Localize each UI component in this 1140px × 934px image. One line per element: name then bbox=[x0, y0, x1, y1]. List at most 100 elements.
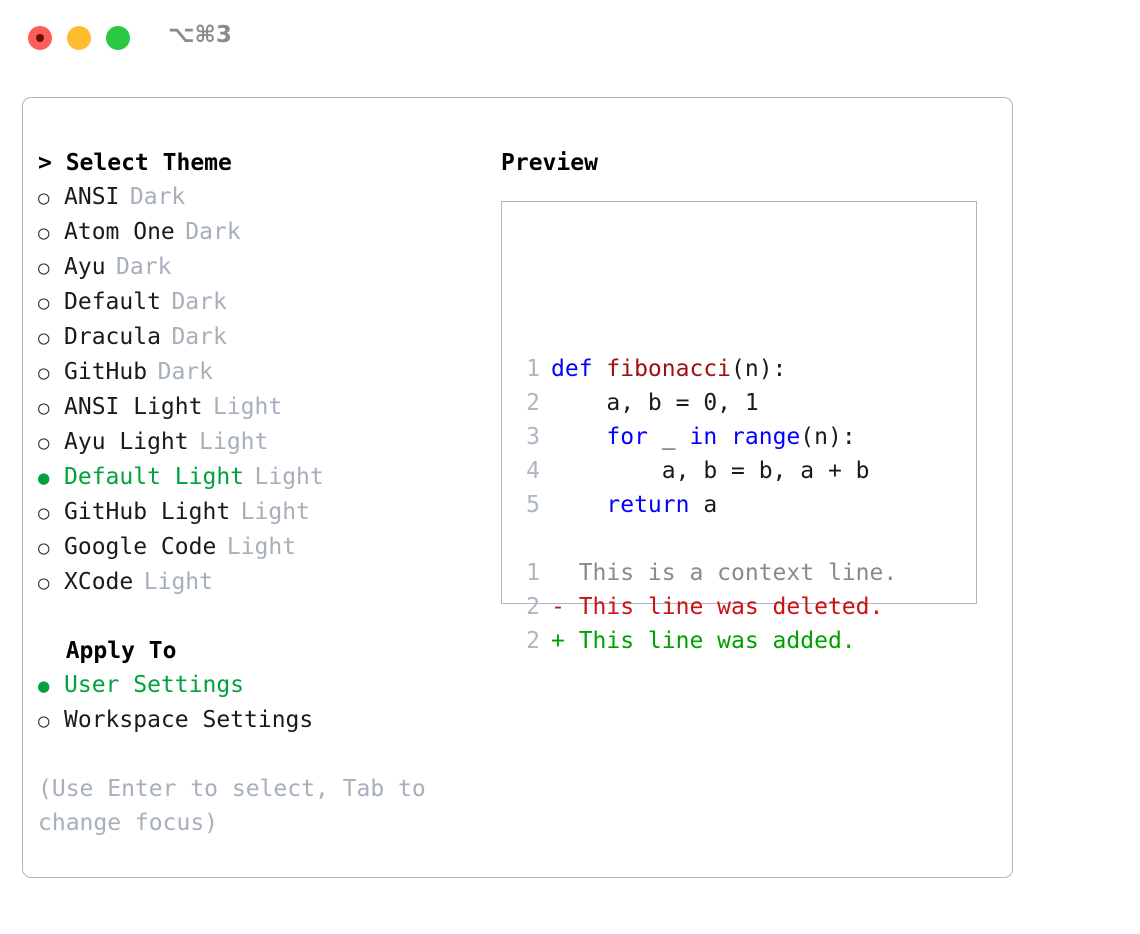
radio-unselected-icon: ○ bbox=[38, 222, 50, 244]
line-number: 2 bbox=[526, 628, 540, 654]
code-token-fn: fibonacci bbox=[606, 356, 732, 382]
theme-name-label: Atom One bbox=[64, 219, 175, 245]
theme-name-label: ANSI Light bbox=[64, 394, 203, 420]
code-line-text: def fibonacci(n): bbox=[551, 352, 786, 386]
line-number: 5 bbox=[526, 492, 540, 518]
window-controls bbox=[28, 26, 130, 50]
code-line-text: return a bbox=[551, 488, 717, 522]
code-line: 4 a, b = b, a + b bbox=[514, 454, 897, 488]
diff-line-text-add: + This line was added. bbox=[551, 628, 856, 654]
theme-name-label: Default Light bbox=[64, 464, 245, 490]
keyboard-hint-text: (Use Enter to select, Tab to change focu… bbox=[38, 776, 440, 836]
radio-unselected-icon: ○ bbox=[38, 362, 50, 384]
select-theme-header: > Select Theme bbox=[38, 150, 232, 176]
diff-line: 1 This is a context line. bbox=[514, 556, 897, 590]
radio-unselected-icon: ○ bbox=[38, 327, 50, 349]
radio-selected-icon: ● bbox=[38, 467, 50, 489]
line-number: 1 bbox=[526, 560, 540, 586]
line-number: 1 bbox=[526, 356, 540, 382]
line-number: 2 bbox=[526, 390, 540, 416]
keyboard-shortcut-label: ⌥⌘3 bbox=[168, 22, 232, 48]
theme-kind-label: Light bbox=[212, 394, 283, 420]
line-number: 3 bbox=[526, 424, 540, 450]
theme-list-item[interactable]: ○ Ayu Dark bbox=[38, 250, 483, 285]
code-token-plain bbox=[551, 492, 606, 518]
code-token-plain: a bbox=[689, 492, 718, 518]
radio-unselected-icon: ○ bbox=[38, 292, 50, 314]
apply-to-label: Workspace Settings bbox=[64, 707, 314, 733]
theme-name-label: GitHub bbox=[64, 359, 148, 385]
radio-selected-icon: ● bbox=[38, 675, 50, 697]
close-button[interactable] bbox=[28, 26, 52, 50]
theme-name-label: Default bbox=[64, 289, 161, 315]
theme-name-label: Ayu bbox=[64, 254, 106, 280]
code-token-plain: (n): bbox=[800, 424, 856, 450]
code-line: 1 def fibonacci(n): bbox=[514, 352, 897, 386]
code-token-plain bbox=[551, 424, 606, 450]
theme-list-item[interactable]: ○ Dracula Dark bbox=[38, 320, 483, 355]
theme-list-item[interactable]: ○ Ayu Light Light bbox=[38, 425, 483, 460]
theme-name-label: ANSI bbox=[64, 184, 120, 210]
theme-name-label: XCode bbox=[64, 569, 134, 595]
theme-kind-label: Dark bbox=[116, 254, 172, 280]
line-number: 2 bbox=[526, 594, 540, 620]
radio-unselected-icon: ○ bbox=[38, 710, 50, 732]
list-spacer bbox=[38, 600, 483, 634]
theme-kind-label: Dark bbox=[171, 289, 227, 315]
theme-name-label: Dracula bbox=[64, 324, 161, 350]
theme-kind-label: Light bbox=[143, 569, 213, 595]
apply-to-item[interactable]: ●User Settings bbox=[38, 668, 483, 703]
theme-kind-label: Light bbox=[240, 499, 310, 525]
preview-title: Preview bbox=[501, 150, 598, 176]
theme-kind-label: Light bbox=[199, 429, 269, 455]
apply-to-list: ●User Settings ○ Workspace Settings bbox=[38, 668, 483, 738]
zoom-button[interactable] bbox=[106, 26, 130, 50]
code-token-plain bbox=[717, 424, 731, 450]
diff-line: 2 + This line was added. bbox=[514, 624, 897, 658]
code-line-text: a, b = 0, 1 bbox=[551, 386, 758, 420]
code-line-text: a, b = b, a + b bbox=[551, 454, 870, 488]
code-token-plain: a, b = b, a + b bbox=[551, 458, 870, 484]
radio-unselected-icon: ○ bbox=[38, 432, 50, 454]
minimize-button[interactable] bbox=[67, 26, 91, 50]
theme-list-item[interactable]: ○ Default Dark bbox=[38, 285, 483, 320]
diff-line-text-ctx: This is a context line. bbox=[551, 560, 898, 586]
theme-kind-label: Dark bbox=[171, 324, 227, 350]
radio-unselected-icon: ○ bbox=[38, 257, 50, 279]
theme-list-item[interactable]: ● Default Light Light bbox=[38, 460, 483, 495]
theme-list-item[interactable]: ○ Atom One Dark bbox=[38, 215, 483, 250]
code-token-plain: _ bbox=[647, 424, 690, 450]
diff-line: 2 - This line was deleted. bbox=[514, 590, 897, 624]
code-line: 3 for _ in range(n): bbox=[514, 420, 897, 454]
theme-list-item[interactable]: ○ XCode Light bbox=[38, 565, 483, 600]
diff-line-text-del: - This line was deleted. bbox=[551, 594, 884, 620]
code-token-kw: def bbox=[551, 356, 607, 382]
radio-unselected-icon: ○ bbox=[38, 397, 50, 419]
code-token-kw: in bbox=[689, 424, 718, 450]
radio-unselected-icon: ○ bbox=[38, 537, 50, 559]
code-line: 5 return a bbox=[514, 488, 897, 522]
radio-unselected-icon: ○ bbox=[38, 572, 50, 594]
title-bar: ⌥⌘3 bbox=[0, 0, 1140, 78]
apply-to-item[interactable]: ○ Workspace Settings bbox=[38, 703, 483, 738]
theme-kind-label: Light bbox=[254, 464, 324, 490]
radio-unselected-icon: ○ bbox=[38, 187, 50, 209]
theme-name-label: Ayu Light bbox=[64, 429, 189, 455]
theme-name-label: GitHub Light bbox=[64, 499, 231, 525]
code-token-kw: range bbox=[731, 424, 801, 450]
theme-kind-label: Dark bbox=[185, 219, 241, 245]
theme-kind-label: Dark bbox=[129, 184, 186, 210]
theme-list-item[interactable]: ○ ANSI Dark bbox=[38, 180, 483, 215]
code-token-kw: for bbox=[606, 424, 648, 450]
theme-list-item[interactable]: ○ ANSI Light Light bbox=[38, 390, 483, 425]
theme-name-label: Google Code bbox=[64, 534, 217, 560]
